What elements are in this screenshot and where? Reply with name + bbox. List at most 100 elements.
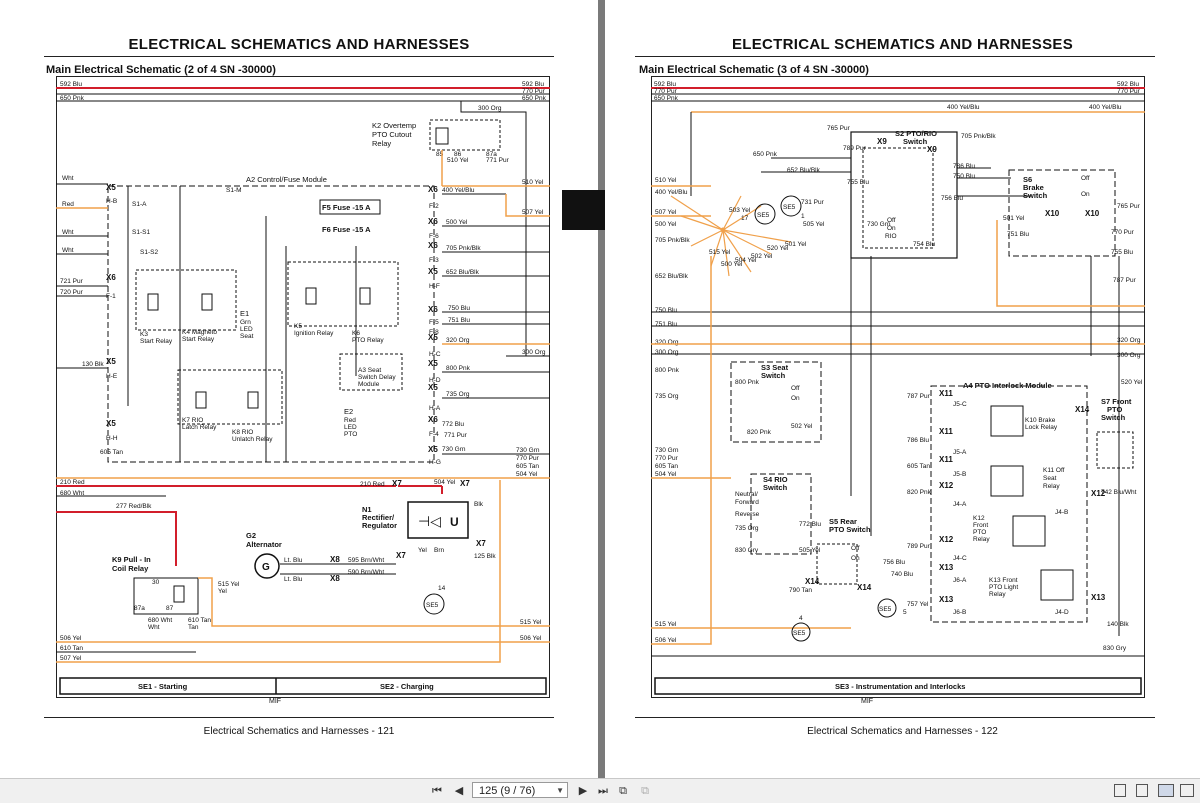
s3-on: On (791, 395, 800, 402)
connector-x12: X12 (939, 481, 954, 490)
s6-off: Off (1081, 175, 1090, 182)
s6-label: S6 (1023, 175, 1032, 184)
pin-label: F-5 (429, 319, 439, 326)
wire-label: 515 Yel (709, 249, 731, 256)
wire-label: Lt. Blu (284, 557, 303, 564)
s5-label: S5 Rear (829, 517, 857, 526)
k12-label: Front (973, 522, 988, 529)
last-page-icon[interactable]: ⏭ (598, 785, 608, 797)
wire-label: 772 Blu (442, 421, 464, 428)
first-page-icon[interactable]: ⏮ (432, 785, 442, 797)
wire-label: 400 Yel/Blu (655, 189, 688, 196)
a3-label: Switch Delay (358, 374, 396, 381)
next-page-icon[interactable]: ▶ (578, 785, 588, 797)
svg-text:G: G (262, 562, 270, 573)
s4-label: Switch (763, 483, 788, 492)
wire-label: 770 Pur (1111, 229, 1135, 236)
se5-label: SE5 (879, 606, 892, 613)
s3-switch-box (730, 361, 822, 443)
two-page-view-icon[interactable] (1158, 784, 1174, 797)
n1-rectifier-box (407, 501, 469, 539)
wire-label: 610 Tan (60, 645, 83, 652)
wire-label: 786 Blu (953, 163, 975, 170)
pin-label: J4-B (1055, 509, 1068, 516)
chevron-down-icon: ▼ (556, 786, 564, 795)
pin-label: J6-A (953, 577, 967, 584)
single-page-view-icon[interactable] (1114, 784, 1126, 797)
k5-label: K5 (294, 323, 302, 330)
k8-label: Unlatch Relay (232, 436, 273, 443)
pin-label: 30 (152, 579, 160, 586)
wire-label: 520 Yel (1121, 379, 1143, 386)
schematic-diagram-right: 592 Blu 770 Pur 650 Pnk 592 Blu 770 Pur … (651, 76, 1145, 698)
wire-label: 515 Yel (218, 581, 240, 588)
connector-x14: X14 (1075, 405, 1090, 414)
wire-label: 507 Yel (655, 209, 677, 216)
a2-label: A2 Control/Fuse Module (246, 175, 327, 184)
connector-x6: X6 (106, 273, 116, 282)
wire-label: 505 Yel (799, 547, 821, 554)
wire-label: 790 Tan (789, 587, 812, 594)
se5-label: SE5 (426, 602, 439, 609)
connector-x5: X5 (428, 445, 438, 454)
k3-coil (147, 293, 159, 311)
mif-label-left: MIF (269, 698, 282, 705)
n1-label: Regulator (362, 521, 397, 530)
page-title-right: ELECTRICAL SCHEMATICS AND HARNESSES (731, 36, 1074, 53)
pin-label: H-G (429, 459, 441, 466)
wire-label: 680 Wht (60, 490, 84, 497)
wire-label: 595 Brn/Wht (348, 557, 384, 564)
wire-label: 770 Pur (522, 88, 546, 95)
wire-label: 500 Yel (721, 261, 743, 268)
page-number-select[interactable]: 125 (9 / 76) ▼ (472, 782, 568, 798)
wire-label: 140 Blk (1107, 621, 1129, 628)
se5-label: SE5 (793, 630, 806, 637)
wire-label: 705 Pnk/Blk (655, 237, 690, 244)
wire-label: 592 Blu (522, 81, 544, 88)
wire-label: 730 Grn (442, 446, 466, 453)
wire-num: 5 (903, 609, 907, 616)
g2-label: Alternator (246, 540, 282, 549)
k4-label: K4 Magneto (182, 329, 217, 336)
connector-x11: X11 (939, 427, 953, 436)
f6-label: F6 Fuse -15 A (322, 225, 371, 234)
wire-label: 504 Yel (516, 471, 538, 478)
previous-page-icon[interactable]: ◀ (454, 785, 464, 797)
wire-label: 721 Pur (60, 278, 84, 285)
switch-pin: S1-M (226, 187, 242, 194)
pin-label: H-C (429, 351, 441, 358)
wire-label: 507 Yel (60, 655, 82, 662)
pin-label: 85 (436, 151, 444, 158)
copy-page-icon[interactable]: ⧉ (619, 785, 627, 797)
connector-x6: X6 (428, 305, 438, 314)
wire-label: 650 Pnk (60, 95, 85, 102)
k8-label: K8 RIO (232, 429, 253, 436)
a2-module-box (107, 185, 435, 463)
wire-label: 770 Pur (516, 455, 540, 462)
wire-277-red-blk (56, 511, 177, 566)
connector-x10: X10 (1085, 209, 1100, 218)
wire-label: 510 Yel (522, 179, 544, 186)
continuous-view-icon[interactable] (1136, 784, 1148, 797)
s4-forward: Forward (735, 499, 759, 506)
k8-coil (247, 391, 259, 409)
k13-label: PTO Light (989, 584, 1018, 591)
wire-label: 800 Pnk (655, 367, 680, 374)
wire-label: 705 Pnk/Blk (961, 133, 996, 140)
wire-label: 765 Pur (827, 125, 851, 132)
wire-label: 510 Yel (447, 157, 469, 164)
two-page-continuous-icon[interactable] (1180, 784, 1194, 797)
wire-num: 4 (799, 615, 803, 622)
connector-x13: X13 (1091, 593, 1106, 602)
wire-label: 730 Grn (516, 447, 540, 454)
wire-label: 506 Yel (520, 635, 542, 642)
schematic-subtitle-left: Main Electrical Schematic (2 of 4 SN -30… (46, 64, 276, 76)
s2-off: Off (887, 217, 896, 224)
s7-label: S7 Front (1101, 397, 1132, 406)
wire-label: Brn (434, 547, 445, 554)
wire-label: 820 Pnk (907, 489, 932, 496)
connector-x7: X7 (476, 539, 486, 548)
duplicate-page-icon[interactable]: ⧉ (641, 785, 649, 797)
diode-icon: ⊣◁ (418, 513, 441, 529)
wire-label: 740 Blu (891, 571, 913, 578)
